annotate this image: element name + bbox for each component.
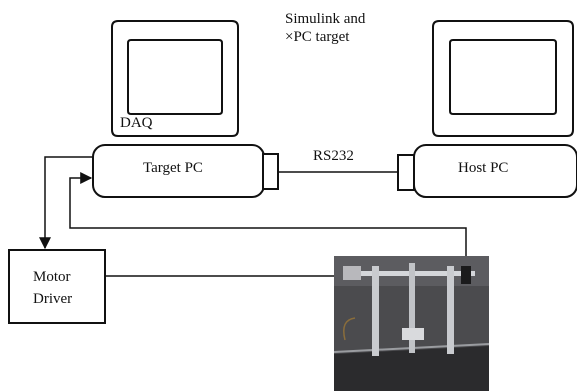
host-pc-label: Host PC [458, 160, 508, 176]
target-pc-label: Target PC [143, 160, 203, 176]
motor-driver-label-line1: Motor [33, 269, 71, 285]
feedback-signal-arrow [69, 172, 467, 268]
motor-driver-label-line2: Driver [33, 291, 72, 307]
motor-driver-box [8, 249, 106, 324]
simulink-note-line1: Simulink and [285, 11, 366, 27]
test-rig-photo [333, 256, 490, 391]
rs232-label: RS232 [313, 148, 354, 164]
control-signal-arrow [39, 156, 93, 250]
daq-label: DAQ [120, 115, 153, 131]
host-monitor-icon [432, 20, 574, 137]
target-monitor-icon [111, 20, 239, 137]
target-pc-box [92, 144, 279, 198]
host-pc-box [397, 144, 577, 198]
simulink-note-line2: ×PC target [285, 29, 350, 45]
